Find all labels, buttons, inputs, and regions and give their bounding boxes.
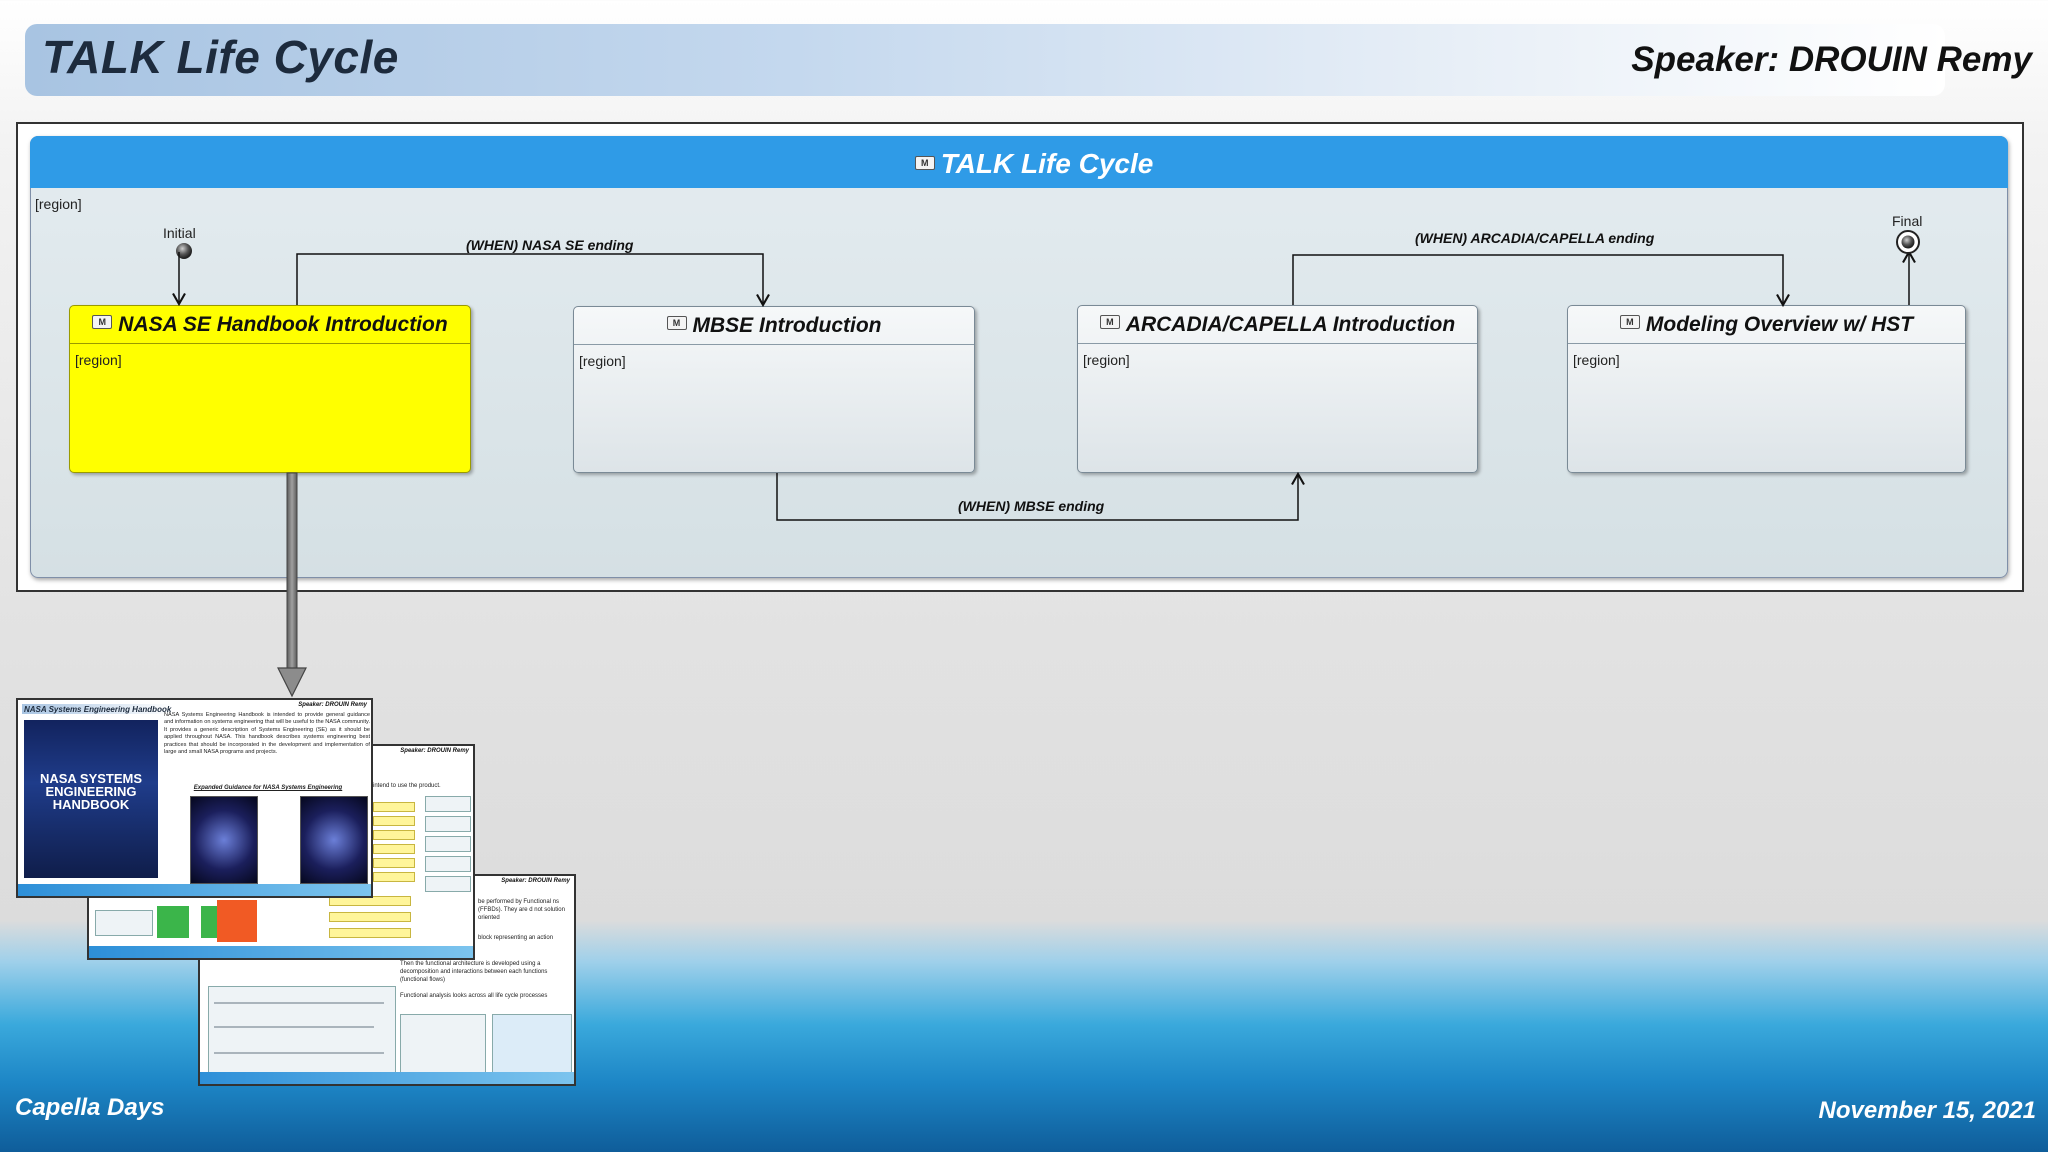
thumbnail-cover-image — [190, 796, 258, 884]
thumbnail-text: intend to use the product. — [373, 783, 441, 789]
transition-arcadia-ending[interactable] — [1292, 254, 1790, 308]
thumbnail-figure — [157, 906, 189, 938]
transition-label-nasa-se-ending: (WHEN) NASA SE ending — [466, 237, 634, 253]
state-title-text: Modeling Overview w/ HST — [1645, 313, 1914, 336]
state-machine-header — [30, 136, 2008, 188]
thumbnail-footer-bar — [89, 946, 473, 958]
state-region-label: [region] — [1083, 352, 1130, 368]
thumbnail-subtitle: Expanded Guidance for NASA Systems Engin… — [193, 785, 343, 791]
transition-label-arcadia-ending: (WHEN) ARCADIA/CAPELLA ending — [1415, 230, 1655, 246]
state-region-label: [region] — [579, 353, 626, 369]
callout-arrow — [277, 472, 307, 698]
thumbnail-speaker: Speaker: DROUIN Remy — [400, 748, 469, 754]
thumbnail-speaker: Speaker: DROUIN Remy — [298, 702, 367, 708]
transition-mbse-ending[interactable] — [776, 471, 1305, 521]
thumbnail-speaker: Speaker: DROUIN Remy — [501, 878, 570, 884]
footer-date: November 15, 2021 — [1818, 1097, 2036, 1124]
state-title: M Modeling Overview w/ HST — [1568, 306, 1965, 344]
transition-label-mbse-ending: (WHEN) MBSE ending — [958, 498, 1105, 514]
state-region-label: [region] — [75, 352, 122, 368]
state-nasa-se-handbook[interactable]: M NASA SE Handbook Introduction [region] — [69, 305, 471, 473]
thumbnail-figure — [217, 900, 257, 942]
thumbnail-figure — [492, 1014, 572, 1076]
title-bar — [25, 24, 1945, 96]
state-title: M ARCADIA/CAPELLA Introduction — [1078, 306, 1477, 344]
state-mbse-introduction[interactable]: M MBSE Introduction [region] — [573, 306, 975, 473]
state-icon: M — [666, 316, 687, 331]
speaker-label: Speaker: DROUIN Remy — [1631, 40, 2032, 79]
state-title: M MBSE Introduction — [574, 307, 974, 345]
state-modeling-overview-hst[interactable]: M Modeling Overview w/ HST [region] — [1567, 305, 1966, 473]
thumbnail-text: block representing an action — [478, 935, 554, 941]
state-icon: M — [1619, 315, 1640, 330]
thumbnail-footer-bar — [18, 884, 371, 896]
transition-nasa-se-ending[interactable] — [296, 253, 770, 308]
initial-label: Initial — [163, 225, 196, 241]
thumbnail-cover-image — [24, 720, 158, 878]
initial-pseudostate — [176, 243, 192, 259]
slide-title: TALK Life Cycle — [42, 31, 399, 83]
state-machine-title-text: TALK Life Cycle — [940, 148, 1154, 179]
state-arcadia-capella[interactable]: M ARCADIA/CAPELLA Introduction [region] — [1077, 305, 1478, 473]
state-machine-title: M TALK Life Cycle — [0, 148, 2048, 180]
machine-region-label: [region] — [35, 196, 82, 212]
state-icon: M — [1099, 315, 1120, 330]
footer-event-name: Capella Days — [15, 1094, 165, 1121]
final-pseudostate — [1896, 230, 1920, 254]
state-title: M NASA SE Handbook Introduction — [70, 306, 470, 344]
state-title-text: NASA SE Handbook Introduction — [118, 313, 448, 336]
thumbnail-figure — [400, 1014, 486, 1076]
state-title-text: MBSE Introduction — [692, 314, 882, 337]
thumbnail-paragraph: NASA Systems Engineering Handbook is int… — [164, 712, 370, 756]
state-title-text: ARCADIA/CAPELLA Introduction — [1125, 313, 1456, 336]
state-region-label: [region] — [1573, 352, 1620, 368]
thumbnail-cover-image — [300, 796, 368, 884]
thumbnail-diagram — [208, 986, 396, 1080]
final-label: Final — [1892, 213, 1923, 229]
thumbnail-footer-bar — [200, 1072, 574, 1084]
thumbnail-text: Then the functional architecture is deve… — [400, 961, 548, 983]
thumbnail-text: be performed by Functional ns (FFBDs). T… — [478, 899, 565, 921]
thumbnail-title: NASA Systems Engineering Handbook — [24, 705, 172, 714]
state-icon: M — [92, 315, 113, 330]
thumbnail-nasa-slide[interactable]: NASA Systems Engineering Handbook Speake… — [16, 698, 373, 898]
thumbnail-text: Functional analysis looks across all lif… — [400, 993, 548, 999]
state-machine-icon: M — [914, 155, 935, 170]
thumbnail-cover-text: NASA SYSTEMS ENGINEERING HANDBOOK — [39, 771, 143, 812]
